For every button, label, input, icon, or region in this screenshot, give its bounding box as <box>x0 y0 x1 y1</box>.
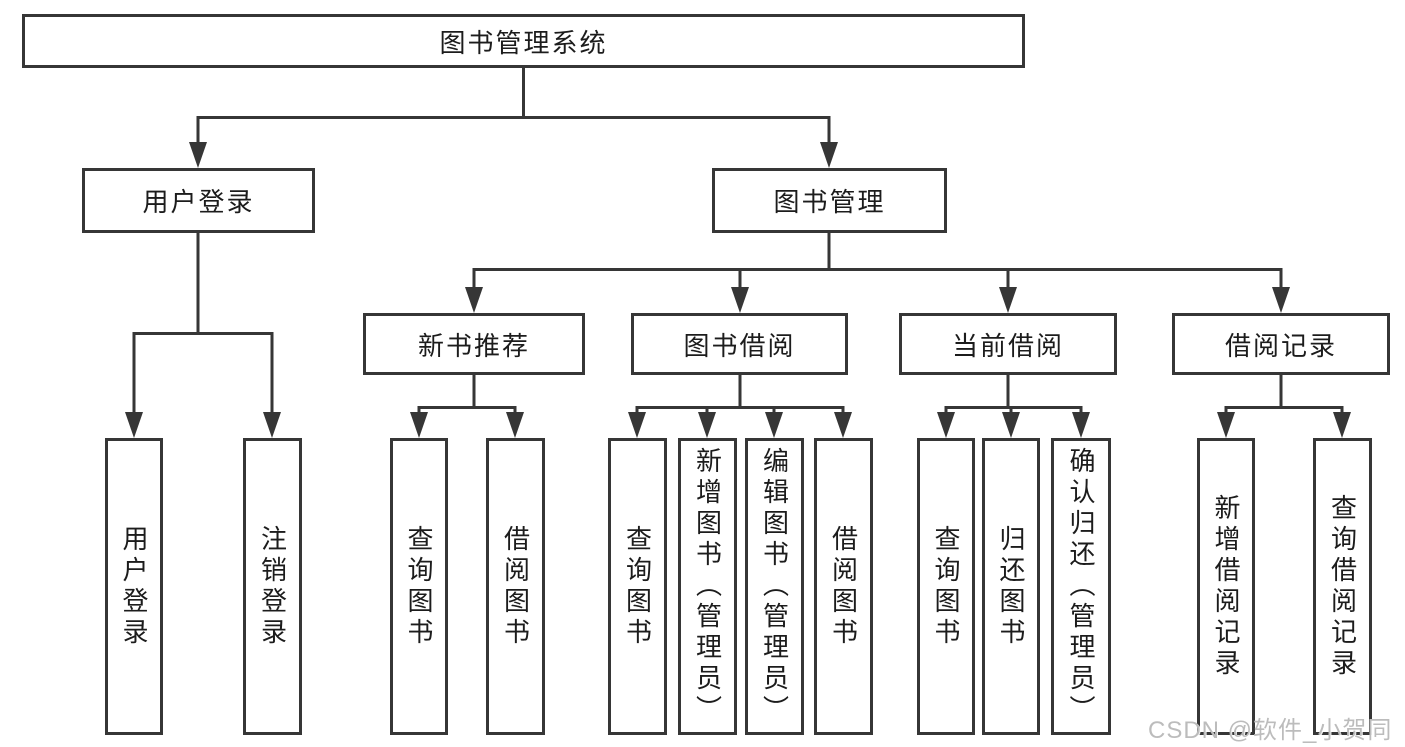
leaf-borrow-books-recommend: 借阅图书 <box>486 438 545 735</box>
leaf-confirm-return-admin-label: 确认归还（管理员） <box>1066 447 1096 726</box>
node-user-login: 用户登录 <box>82 168 315 233</box>
node-book-borrow-label: 图书借阅 <box>683 330 796 361</box>
leaf-confirm-return-admin: 确认归还（管理员） <box>1051 438 1111 735</box>
leaf-query-books-borrow-label: 查询图书 <box>622 524 653 649</box>
edge-book-management-children <box>465 233 1290 313</box>
leaf-return-book-label: 归还图书 <box>996 524 1026 649</box>
node-book-borrow: 图书借阅 <box>631 313 848 375</box>
node-borrow-records-label: 借阅记录 <box>1224 330 1337 361</box>
leaf-user-login-label: 用户登录 <box>119 524 149 649</box>
leaf-query-borrow-record-label: 查询借阅记录 <box>1327 493 1358 680</box>
leaf-user-login: 用户登录 <box>105 438 163 735</box>
leaf-add-borrow-record: 新增借阅记录 <box>1197 438 1255 735</box>
node-new-book-recommend-label: 新书推荐 <box>417 330 530 361</box>
leaf-edit-book-admin-label: 编辑图书（管理员） <box>759 447 790 726</box>
edge-root-to-level2 <box>189 68 838 168</box>
edge-book-borrow-children <box>628 375 852 438</box>
node-book-management: 图书管理 <box>712 168 947 233</box>
leaf-query-books-current-label: 查询图书 <box>931 524 961 649</box>
leaf-add-book-admin-label: 新增图书（管理员） <box>692 447 723 726</box>
leaf-logout: 注销登录 <box>243 438 302 735</box>
leaf-query-books-recommend: 查询图书 <box>390 438 448 735</box>
leaf-query-borrow-record: 查询借阅记录 <box>1313 438 1372 735</box>
leaf-query-books-borrow: 查询图书 <box>608 438 667 735</box>
node-user-login-label: 用户登录 <box>142 187 255 217</box>
node-book-management-label: 图书管理 <box>773 187 886 217</box>
edge-user-login-children <box>125 233 281 438</box>
leaf-add-book-admin: 新增图书（管理员） <box>678 438 737 735</box>
leaf-query-books-recommend-label: 查询图书 <box>404 524 434 649</box>
edge-new-book-recommend-children <box>410 375 524 438</box>
edge-current-borrow-children <box>937 375 1090 438</box>
leaf-borrow-books-label: 借阅图书 <box>828 524 859 649</box>
leaf-return-book: 归还图书 <box>982 438 1040 735</box>
node-new-book-recommend: 新书推荐 <box>363 313 585 375</box>
leaf-query-books-current: 查询图书 <box>917 438 975 735</box>
csdn-watermark: CSDN @软件_小贺同学 <box>1148 717 1393 744</box>
node-root-system-label: 图书管理系统 <box>439 27 608 58</box>
leaf-add-borrow-record-label: 新增借阅记录 <box>1211 493 1241 680</box>
leaf-borrow-books: 借阅图书 <box>814 438 873 735</box>
node-borrow-records: 借阅记录 <box>1172 313 1390 375</box>
node-current-borrow-label: 当前借阅 <box>951 330 1064 361</box>
edge-borrow-records-children <box>1217 375 1351 438</box>
node-current-borrow: 当前借阅 <box>899 313 1117 375</box>
leaf-borrow-books-recommend-label: 借阅图书 <box>500 524 531 649</box>
node-root-system: 图书管理系统 <box>22 14 1025 68</box>
leaf-logout-label: 注销登录 <box>257 524 288 649</box>
leaf-edit-book-admin: 编辑图书（管理员） <box>745 438 804 735</box>
